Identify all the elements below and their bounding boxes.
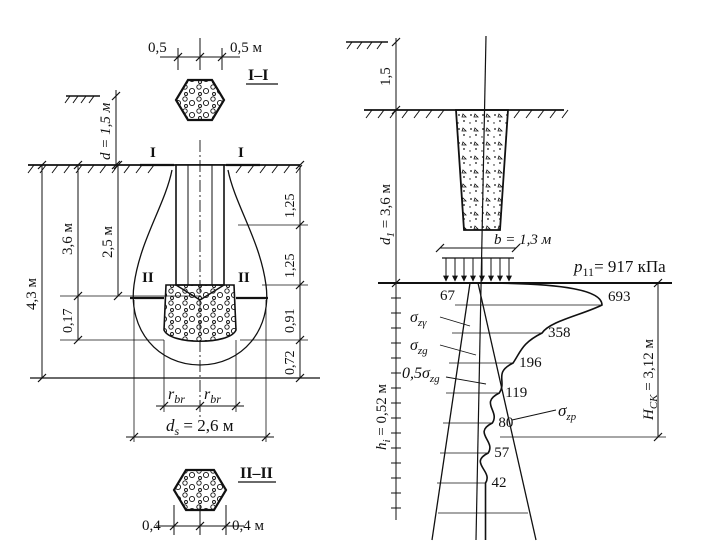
rbr-dims: rbr rbr xyxy=(156,340,244,412)
right-dim-1: 1,25 xyxy=(283,254,298,279)
sigma-zp-sub: zp xyxy=(565,411,576,423)
section-I-I: 0,5 0,5 м I–I xyxy=(148,38,278,122)
sigma-zy-sub: zγ xyxy=(417,317,427,329)
sigma-zp-value-2: 196 xyxy=(519,355,542,371)
half-sigma-zg-sub: zg xyxy=(429,373,440,385)
conditional-foundation xyxy=(455,109,509,231)
sigma-zp-curve xyxy=(477,282,603,540)
right-ground-top xyxy=(346,41,388,50)
svg-text:rbr: rbr xyxy=(204,386,221,406)
p-label: p xyxy=(573,257,583,276)
ds-sub: s xyxy=(175,424,180,438)
b-dim: b = 1,3 м xyxy=(435,232,552,253)
sigma-zp-value-4: 80 xyxy=(498,415,513,431)
hexagon-section xyxy=(174,78,226,122)
d-label: d = 1,5 м xyxy=(98,102,114,160)
sec1-title: I–I xyxy=(248,67,268,84)
hck-value: = 3,12 м xyxy=(641,339,657,395)
svg-text:σzp: σzp xyxy=(558,401,577,423)
stress-epures xyxy=(431,282,603,541)
sigma-zy-label: σ xyxy=(410,309,419,326)
svg-text:ds = 2,6 м: ds = 2,6 м xyxy=(166,416,234,438)
sigma-zp-value-1: 358 xyxy=(548,325,571,341)
b-label: b = 1,3 м xyxy=(494,232,552,248)
rbr-right-sub: br xyxy=(210,392,221,406)
right-dim-1-5: 1,5 xyxy=(378,37,401,115)
svg-text:HСК = 3,12 м: HСК = 3,12 м xyxy=(641,339,660,421)
hck-dim: HСК = 3,12 м xyxy=(500,278,666,442)
hi-label: h xyxy=(374,443,390,451)
sec2-dim-left: 0,4 xyxy=(142,518,161,534)
left-right-dims: 1,25 1,25 0,91 0,72 xyxy=(238,160,308,383)
d1-value: = 3,6 м xyxy=(378,184,394,232)
pile-column xyxy=(175,140,225,420)
d1-sub: 1 xyxy=(385,232,397,238)
mark-II-left: II xyxy=(142,270,154,286)
sigma-zp-label: σ xyxy=(558,401,567,420)
mark-I-right: I xyxy=(238,145,244,161)
svg-text:p11= 917 кПа: p11= 917 кПа xyxy=(573,257,666,279)
mark-II-right: II xyxy=(238,270,250,286)
sec1-dim-left: 0,5 xyxy=(148,40,167,56)
sec1-dim-right: 0,5 м xyxy=(230,40,263,56)
dim-1-5-label: 1,5 xyxy=(378,67,394,86)
d1-label: d xyxy=(378,237,394,245)
rbr-left-sub: br xyxy=(174,392,185,406)
layer-ticks xyxy=(391,283,401,520)
svg-text:σzg: σzg xyxy=(410,337,428,357)
sec2-dim-right: 0,4 м xyxy=(232,518,265,534)
stress-value-labels: 693 358 196 119 80 57 42 67 xyxy=(440,288,631,491)
ground-surface-main: I I xyxy=(27,145,303,174)
right-dim-d1: d1 = 3,6 м xyxy=(378,110,401,288)
hi-sub: i xyxy=(381,439,393,442)
right-dim-3: 0,72 xyxy=(283,351,298,376)
sigma-zp-value-6: 42 xyxy=(492,475,507,491)
sigma-zg-sub: zg xyxy=(417,345,428,357)
svg-text:d1 = 3,6 м: d1 = 3,6 м xyxy=(378,184,397,245)
svg-text:rbr: rbr xyxy=(168,386,185,406)
hck-label: H xyxy=(641,408,657,421)
svg-text:σzγ: σzγ xyxy=(410,309,427,329)
ground-surface-upper xyxy=(64,95,100,104)
rbr-left: r xyxy=(168,386,175,403)
sigma-zg-label: σ xyxy=(410,337,419,354)
hck-sub: СК xyxy=(648,394,660,409)
sigma-zp-value-3: 119 xyxy=(505,385,527,401)
right-dim-2: 0,91 xyxy=(283,309,298,334)
ds-dim: ds = 2,6 м xyxy=(126,300,274,442)
mark-I-left: I xyxy=(150,145,156,161)
pressure-arrows xyxy=(442,257,514,282)
sigma-zg-epure-left xyxy=(431,282,471,541)
dim-4-3: 4,3 м xyxy=(24,278,40,311)
dim-0-17: 0,17 xyxy=(61,309,76,334)
dim-d: d = 1,5 м xyxy=(98,90,121,170)
left-vertical-dims: 4,3 м 3,6 м 0,17 2,5 м xyxy=(24,160,320,383)
p-value: = 917 кПа xyxy=(594,257,666,276)
sigma-zp-value-0: 693 xyxy=(608,289,631,305)
layer-lines xyxy=(437,304,602,514)
dim-2-5: 2,5 м xyxy=(100,226,116,259)
section-II-marks: II II xyxy=(130,270,268,300)
sigma-zg-value-0: 67 xyxy=(440,288,456,304)
dim-3-6: 3,6 м xyxy=(60,223,76,256)
ds-value: = 2,6 м xyxy=(179,416,234,435)
svg-text:hi = 0,52 м: hi = 0,52 м xyxy=(374,383,393,450)
svg-text:0,5σzg: 0,5σzg xyxy=(402,365,440,385)
p-sub: 11 xyxy=(583,265,595,279)
half-sigma-zg-label: 0,5σ xyxy=(402,365,431,382)
hexagon-section-2 xyxy=(172,468,228,512)
sigma-zg-epure-right xyxy=(477,282,537,541)
right-dim-0: 1,25 xyxy=(283,194,298,219)
ds-label: d xyxy=(166,416,175,435)
section-II-II: II–II 0,4 0,4 м xyxy=(142,465,276,535)
hi-value: = 0,52 м xyxy=(374,383,390,439)
rbr-right: r xyxy=(204,386,211,403)
sec2-title: II–II xyxy=(240,465,273,482)
rubble-bulb xyxy=(163,284,237,343)
sigma-zp-value-5: 57 xyxy=(494,445,510,461)
